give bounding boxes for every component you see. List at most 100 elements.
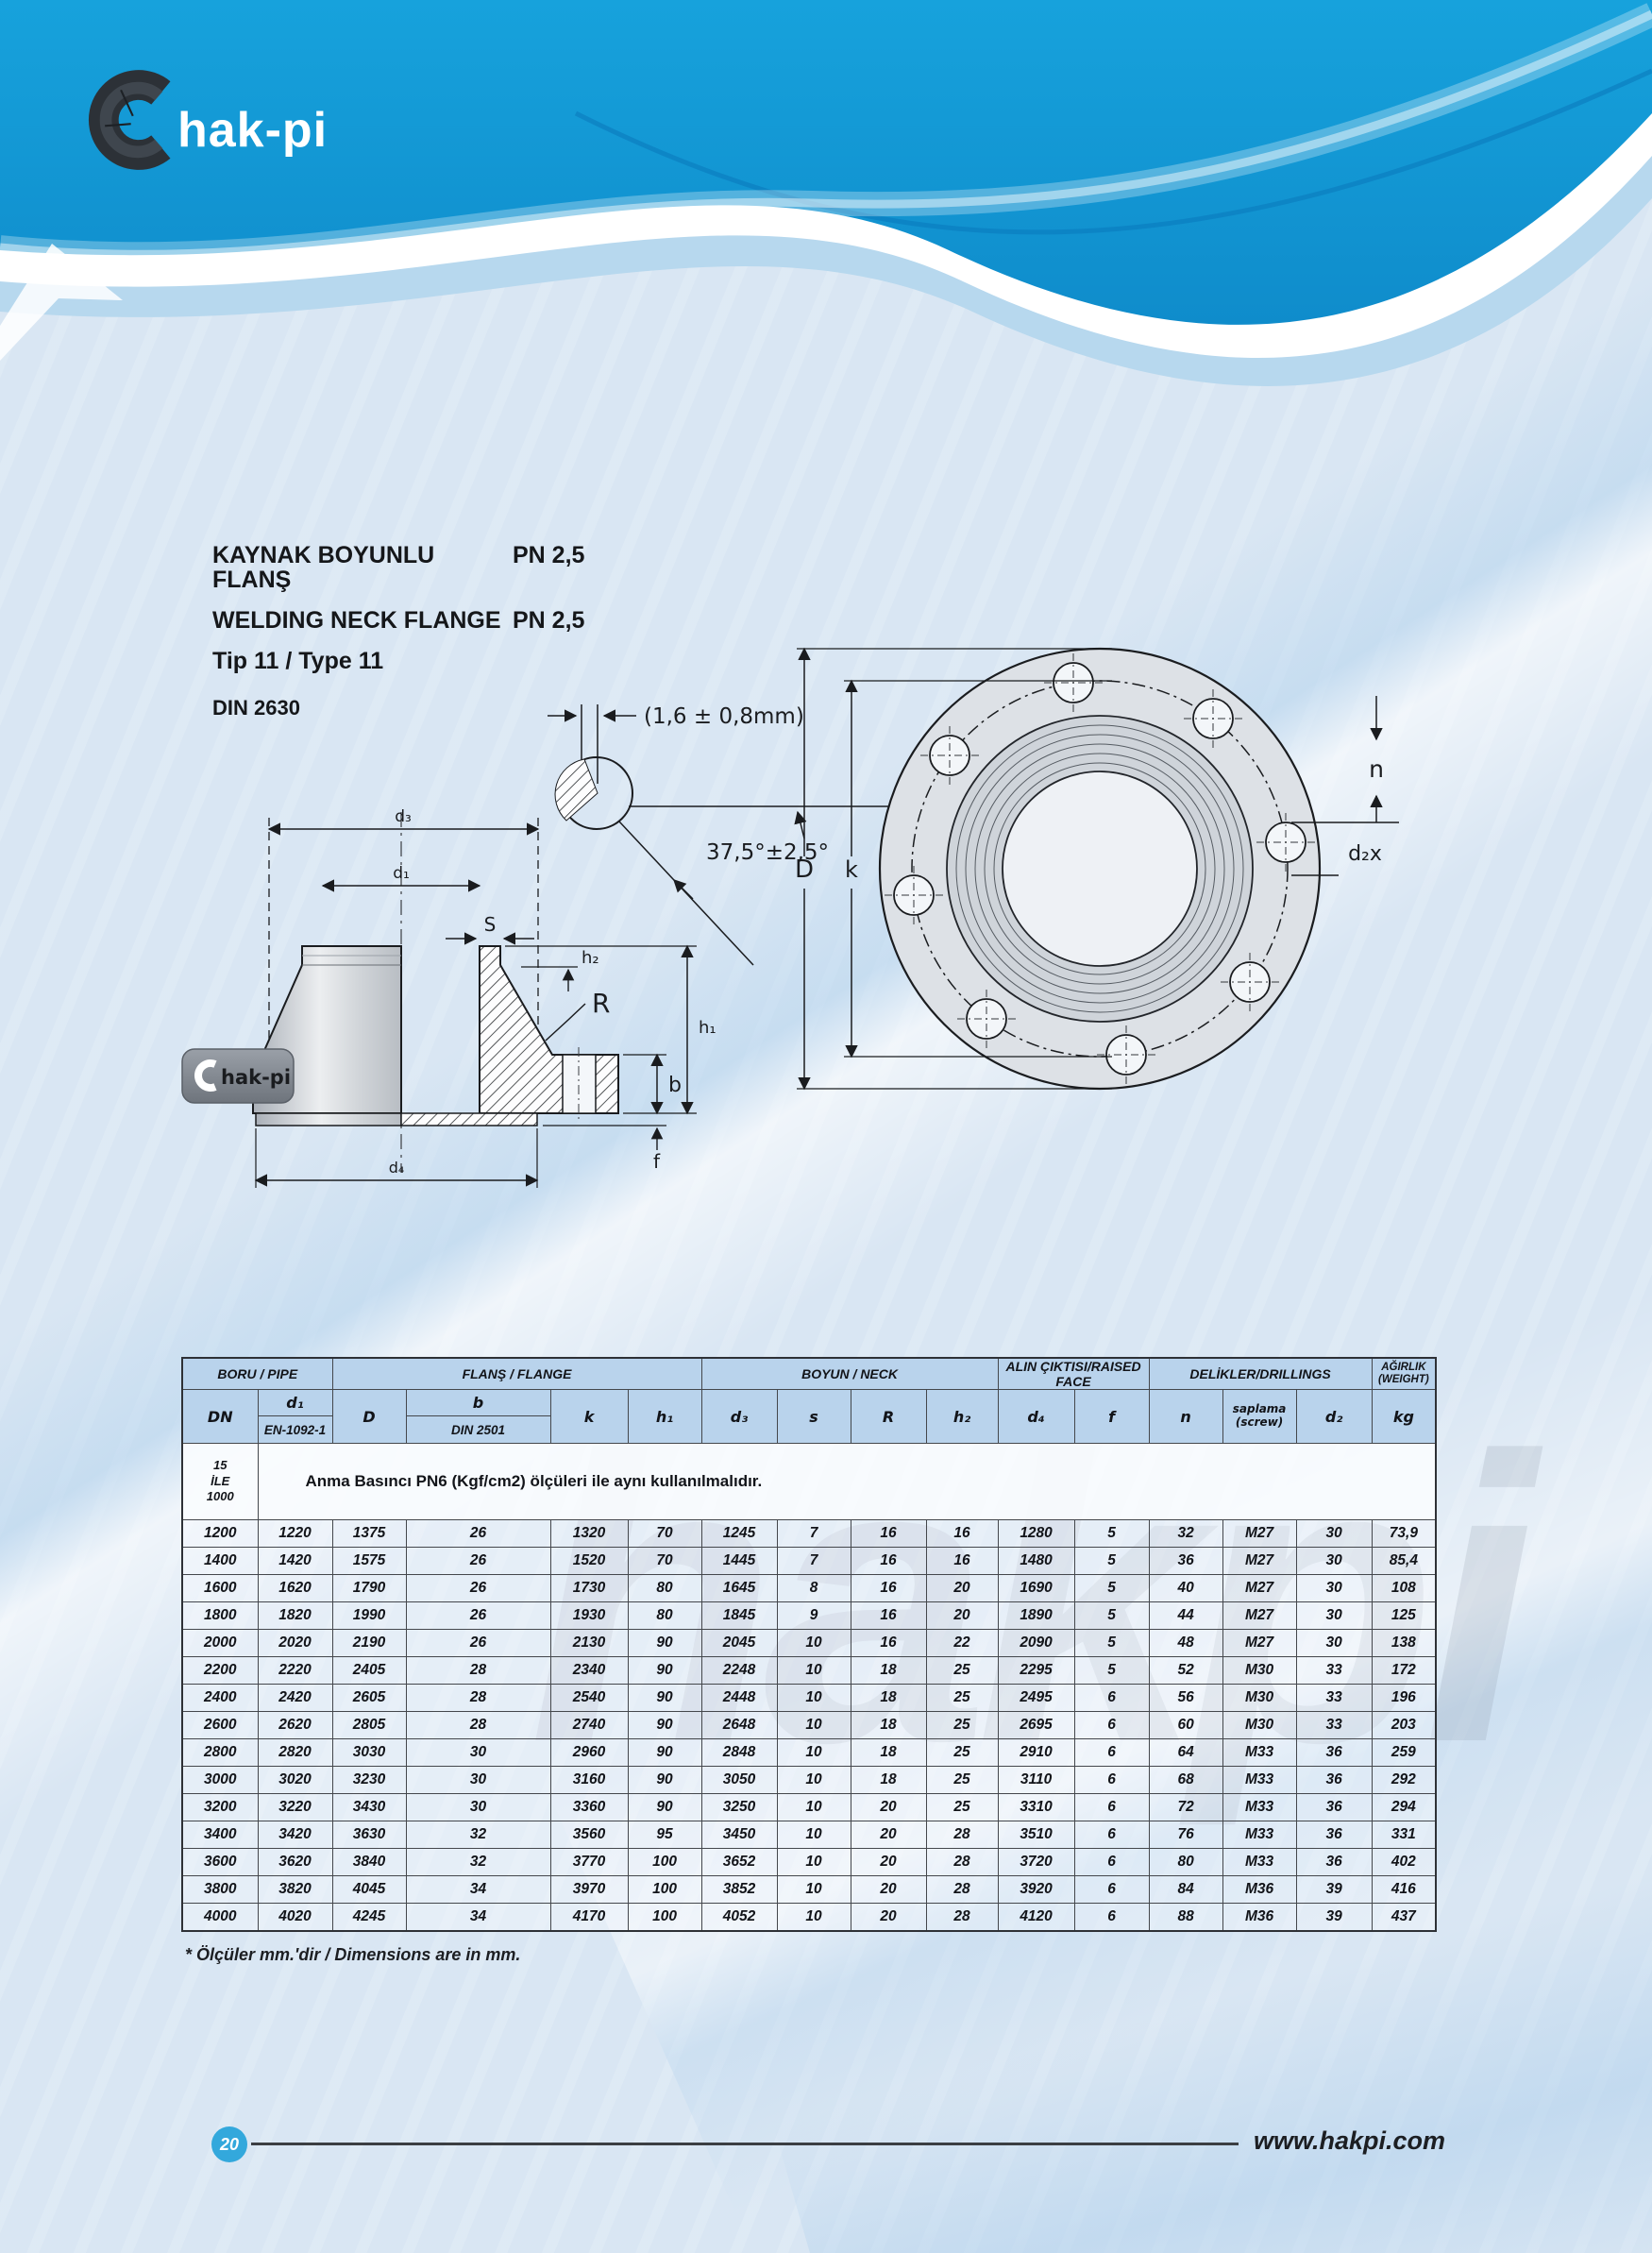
cell-h2: 16 (925, 1547, 999, 1575)
cell-n: 44 (1148, 1601, 1223, 1630)
flange-front-drawing: D k n d₂x (795, 647, 1399, 1091)
cell-d3: 3652 (700, 1848, 778, 1876)
cell-D: 2190 (331, 1629, 407, 1657)
cell-D: 1575 (331, 1547, 407, 1575)
cell-d1: 3420 (257, 1821, 333, 1849)
cell-R: 16 (850, 1574, 927, 1602)
cell-f: 6 (1073, 1793, 1150, 1821)
cell-b: 30 (405, 1793, 551, 1821)
cell-k: 1320 (549, 1519, 629, 1548)
cell-b: 26 (405, 1601, 551, 1630)
cell-d4: 2295 (997, 1656, 1075, 1685)
dim-h2-label: h₂ (582, 948, 599, 968)
cell-d1: 3220 (257, 1793, 333, 1821)
cell-h2: 20 (925, 1574, 999, 1602)
cell-h2: 28 (925, 1821, 999, 1849)
column-header-s: s (776, 1389, 851, 1444)
cell-b: 32 (405, 1821, 551, 1849)
cell-d2: 39 (1295, 1903, 1373, 1932)
column-header-R: R (850, 1389, 927, 1444)
column-header-h2: h₂ (925, 1389, 999, 1444)
cell-h1: 90 (627, 1711, 702, 1739)
cell-kg: 402 (1371, 1848, 1437, 1876)
cell-d4: 3510 (997, 1821, 1075, 1849)
cell-R: 18 (850, 1711, 927, 1739)
cell-k: 2960 (549, 1738, 629, 1767)
cell-s: 9 (776, 1601, 851, 1630)
cell-screw: M27 (1222, 1601, 1297, 1630)
column-header-D: D (331, 1389, 407, 1444)
cell-s: 10 (776, 1848, 851, 1876)
cell-n: 60 (1148, 1711, 1223, 1739)
column-header-f: f (1073, 1389, 1150, 1444)
cell-s: 10 (776, 1793, 851, 1821)
cell-R: 20 (850, 1793, 927, 1821)
cell-d2: 30 (1295, 1519, 1373, 1548)
brand-logo-text: hak-pi (177, 103, 329, 158)
cell-R: 20 (850, 1848, 927, 1876)
column-group-header: BOYUN / NECK (700, 1357, 999, 1390)
cell-d1: 2620 (257, 1711, 333, 1739)
cell-b: 30 (405, 1738, 551, 1767)
cell-h1: 90 (627, 1629, 702, 1657)
cell-d3: 3450 (700, 1821, 778, 1849)
cell-h2: 16 (925, 1519, 999, 1548)
cell-b: 28 (405, 1711, 551, 1739)
dim-r-label: R (592, 988, 610, 1019)
cell-f: 5 (1073, 1547, 1150, 1575)
cell-d2: 36 (1295, 1848, 1373, 1876)
cell-k: 2740 (549, 1711, 629, 1739)
cell-kg: 108 (1371, 1574, 1437, 1602)
cell-dn: 2800 (181, 1738, 259, 1767)
cell-k: 1730 (549, 1574, 629, 1602)
cell-f: 5 (1073, 1629, 1150, 1657)
cell-d3: 2248 (700, 1656, 778, 1685)
flange-section-geometry (252, 812, 619, 1173)
cell-kg: 331 (1371, 1821, 1437, 1849)
cell-h1: 70 (627, 1547, 702, 1575)
cell-k: 3160 (549, 1766, 629, 1794)
cell-R: 16 (850, 1629, 927, 1657)
cell-h2: 25 (925, 1738, 999, 1767)
column-subheader-d1: EN-1092-1 (257, 1415, 333, 1444)
cell-R: 16 (850, 1519, 927, 1548)
cell-b: 32 (405, 1848, 551, 1876)
cell-f: 6 (1073, 1684, 1150, 1712)
cell-d1: 2420 (257, 1684, 333, 1712)
cell-d4: 4120 (997, 1903, 1075, 1932)
product-title-en: WELDING NECK FLANGE (212, 607, 501, 634)
cell-screw: M30 (1222, 1684, 1297, 1712)
cell-D: 1990 (331, 1601, 407, 1630)
cell-D: 4045 (331, 1875, 407, 1904)
cell-d2: 39 (1295, 1875, 1373, 1904)
cell-b: 28 (405, 1656, 551, 1685)
cell-s: 10 (776, 1875, 851, 1904)
cell-kg: 73,9 (1371, 1519, 1437, 1548)
cell-s: 10 (776, 1629, 851, 1657)
pipe-elbow-logo-icon (88, 70, 171, 170)
cell-screw: M30 (1222, 1711, 1297, 1739)
cell-d3: 4052 (700, 1903, 778, 1932)
cell-n: 32 (1148, 1519, 1223, 1548)
cell-s: 10 (776, 1684, 851, 1712)
cell-k: 3360 (549, 1793, 629, 1821)
cell-b: 34 (405, 1875, 551, 1904)
cell-dn: 2200 (181, 1656, 259, 1685)
page-number-badge: 20 (211, 2126, 247, 2162)
cell-s: 7 (776, 1519, 851, 1548)
cell-R: 18 (850, 1656, 927, 1685)
stamp-text: hak-pi (221, 1066, 291, 1089)
cell-d3: 2045 (700, 1629, 778, 1657)
cell-k: 3560 (549, 1821, 629, 1849)
cell-k: 4170 (549, 1903, 629, 1932)
cell-s: 10 (776, 1656, 851, 1685)
cell-k: 2340 (549, 1656, 629, 1685)
cell-d4: 2495 (997, 1684, 1075, 1712)
cell-d1: 1620 (257, 1574, 333, 1602)
cell-d3: 2848 (700, 1738, 778, 1767)
